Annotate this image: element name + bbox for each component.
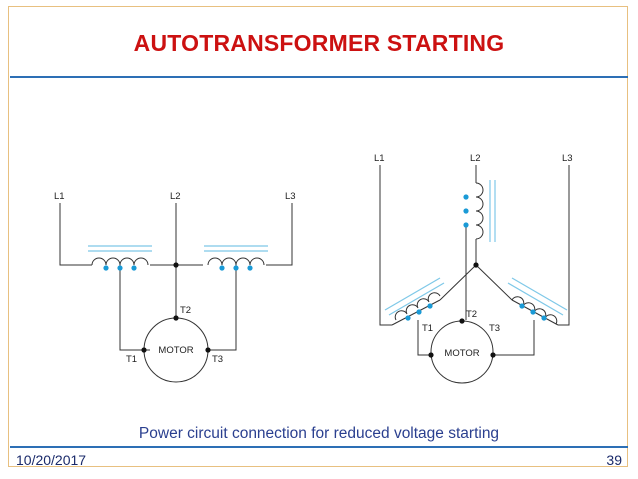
left-label-t1: T1	[126, 354, 137, 365]
transformer-cores	[88, 180, 568, 316]
right-autotransformer-l2	[475, 182, 484, 240]
title-divider	[10, 76, 628, 78]
right-l3-wire	[558, 165, 570, 326]
left-autotransformer-1	[91, 257, 149, 266]
right-star-right	[475, 264, 513, 301]
footer-date: 10/20/2017	[16, 452, 87, 468]
right-label-t3: T3	[489, 323, 500, 334]
right-label-l2: L2	[470, 153, 481, 164]
tap-dots	[103, 194, 547, 321]
left-label-l3: L3	[285, 191, 296, 202]
right-label-t1: T1	[422, 323, 433, 334]
right-label-l1: L1	[374, 153, 385, 164]
left-autotransformer-2	[207, 257, 265, 266]
slide-frame	[8, 6, 628, 467]
page-title: AUTOTRANSFORMER STARTING	[133, 30, 505, 56]
left-label-l2: L2	[170, 191, 181, 202]
right-coil-left-base	[391, 299, 441, 326]
junction-dots	[141, 262, 496, 358]
figure-caption: Power circuit connection for reduced vol…	[138, 425, 500, 442]
left-t3-wire	[207, 265, 237, 351]
right-autotransformer-l1	[394, 292, 441, 321]
left-label-t3: T3	[212, 354, 223, 365]
right-star-left	[439, 264, 477, 301]
page-number: 39	[606, 452, 622, 468]
left-motor-label: MOTOR	[158, 345, 193, 356]
right-t1-wire	[417, 320, 432, 356]
right-label-l3: L3	[562, 153, 573, 164]
left-label-t2: T2	[180, 305, 191, 316]
right-motor-label: MOTOR	[444, 348, 479, 359]
left-l1-wire	[59, 203, 92, 266]
right-label-t2: T2	[466, 309, 477, 320]
right-t3-wire	[492, 320, 535, 356]
right-l1-wire	[379, 165, 392, 326]
left-label-l1: L1	[54, 191, 65, 202]
footer-divider	[10, 446, 628, 448]
left-t1-wire	[119, 265, 150, 351]
left-l3-wire	[266, 203, 293, 266]
